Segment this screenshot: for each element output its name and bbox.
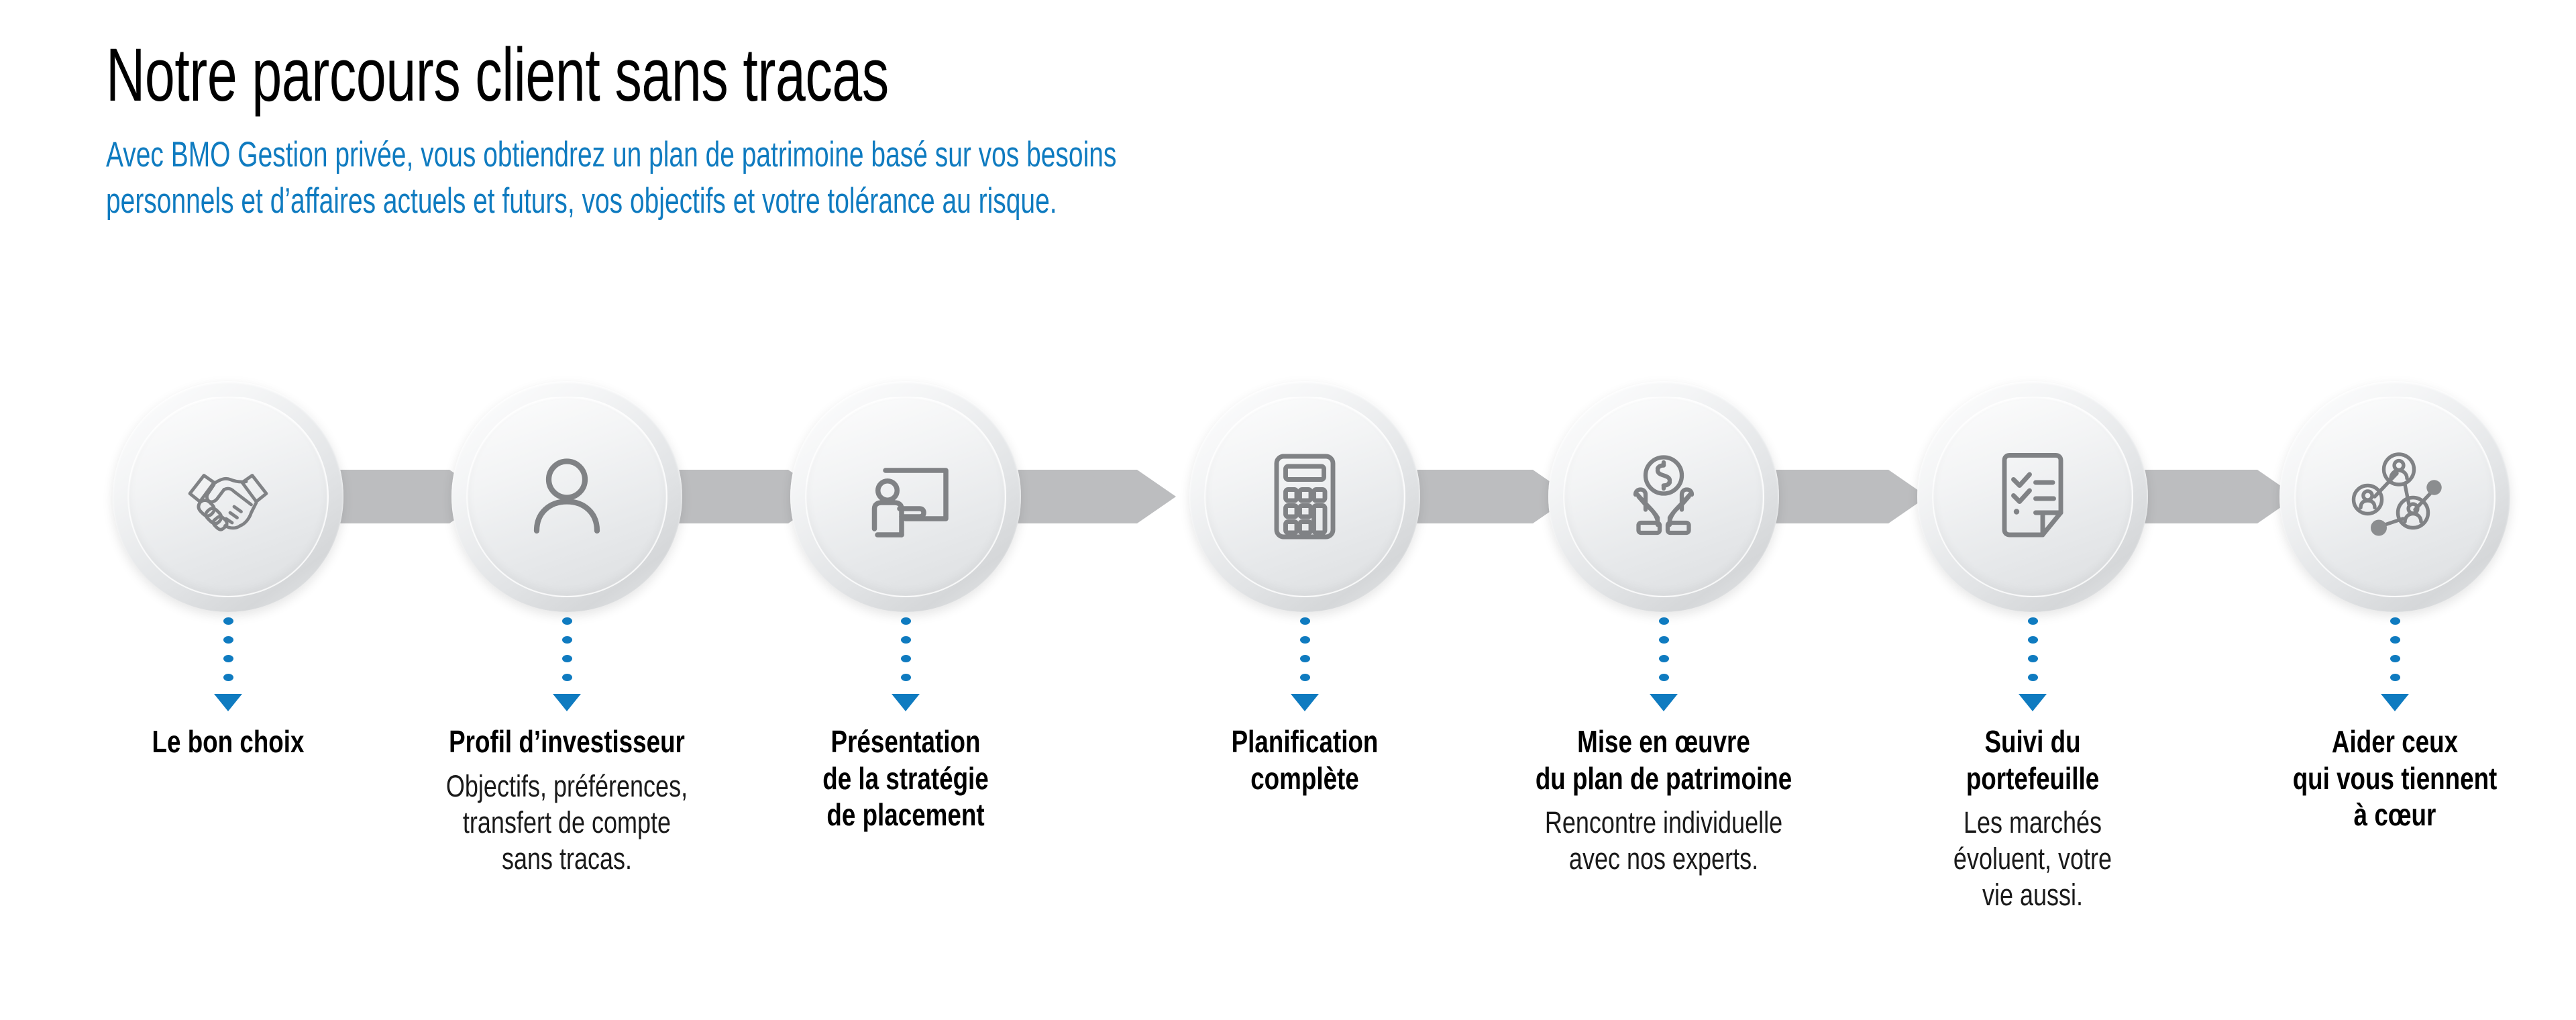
- hands-holding-coin-icon: [1613, 446, 1714, 547]
- dropper-dot: [1658, 674, 1669, 681]
- connector-arrow-1-2-b: [315, 470, 435, 523]
- dropper-dot: [900, 617, 911, 625]
- process-flow: [0, 376, 2576, 617]
- dropper-arrow-icon: [1291, 694, 1319, 711]
- dropper-dot: [561, 674, 572, 681]
- connector-arrow-3-4-b: [1003, 470, 1122, 523]
- step-body-6: Les marchés évoluent, votre vie aussi.: [1953, 805, 2112, 913]
- step-disc-inner-3: [805, 396, 1006, 597]
- step-caption-1: Le bon choix: [60, 723, 396, 760]
- step-disc-inner-2: [466, 396, 667, 597]
- connector-arrow-5-6-b: [1754, 470, 1874, 523]
- step-title-2: Profil d’investisseur: [449, 724, 685, 759]
- step-title-7: Aider ceux qui vous tiennent à cœur: [2292, 724, 2498, 833]
- step-disc-inner-6: [1932, 396, 2133, 597]
- dropper-dot: [561, 636, 572, 644]
- dropper-dot: [2390, 655, 2400, 662]
- step-body-5: Rencontre individuelle avec nos experts.: [1544, 805, 1783, 876]
- connector-arrow-4-5-b: [1399, 470, 1518, 523]
- step-caption-3: Présentation de la stratégie de placemen…: [738, 723, 1073, 833]
- checklist-document-icon: [1982, 446, 2083, 547]
- page-title: Notre parcours client sans tracas: [106, 33, 889, 117]
- step-caption-4: Planification complète: [1137, 723, 1472, 797]
- page-header: Notre parcours client sans tracas Avec B…: [106, 33, 1917, 225]
- people-network-icon: [2345, 446, 2445, 547]
- dropper-dot: [2390, 617, 2400, 625]
- dropper-dot: [561, 617, 572, 625]
- dropper-dot: [223, 674, 233, 681]
- step-title-4: Planification complète: [1231, 724, 1379, 796]
- step-node-5[interactable]: [1548, 381, 1779, 612]
- step-disc-inner-4: [1204, 396, 1405, 597]
- step-node-1[interactable]: [113, 381, 343, 612]
- step-title-5: Mise en œuvre du plan de patrimoine: [1535, 724, 1792, 796]
- dropper-arrow-icon: [2381, 694, 2409, 711]
- connector-arrow-2-3-b: [654, 470, 773, 523]
- dropper-dot: [1299, 674, 1310, 681]
- step-disc-inner-1: [127, 396, 329, 597]
- step-caption-2: Profil d’investisseur Objectifs, préfére…: [399, 723, 735, 877]
- subtitle-line-2: personnels et d’affaires actuels et futu…: [106, 181, 1057, 221]
- step-node-2[interactable]: [451, 381, 682, 612]
- dropper-dot: [900, 655, 911, 662]
- connector-arrow-6-7-b: [2123, 470, 2243, 523]
- dropper-dot: [2390, 636, 2400, 644]
- dropper-dot: [2027, 617, 2038, 625]
- dropper-7: [2381, 617, 2409, 711]
- step-node-4[interactable]: [1189, 381, 1420, 612]
- step-node-7[interactable]: [2279, 381, 2510, 612]
- presentation-icon: [855, 446, 956, 547]
- dropper-dot: [2390, 674, 2400, 681]
- dropper-dot: [1658, 636, 1669, 644]
- dropper-dot: [900, 636, 911, 644]
- step-circle-row: [0, 376, 2576, 617]
- dropper-dot: [2027, 636, 2038, 644]
- step-caption-5: Mise en œuvre du plan de patrimoine Renc…: [1462, 723, 1865, 877]
- connector-bars: [315, 470, 2296, 523]
- dropper-dot: [2027, 674, 2038, 681]
- dropper-5: [1650, 617, 1678, 711]
- dropper-3: [892, 617, 920, 711]
- dropper-dot: [223, 617, 233, 625]
- step-node-6[interactable]: [1917, 381, 2148, 612]
- subtitle-line-1: Avec BMO Gestion privée, vous obtiendrez…: [106, 134, 1117, 174]
- dropper-dot: [1299, 636, 1310, 644]
- step-disc-inner-7: [2294, 396, 2496, 597]
- dropper-arrow-icon: [2019, 694, 2047, 711]
- dropper-dot: [1658, 617, 1669, 625]
- dropper-dot: [1658, 655, 1669, 662]
- dropper-arrow-icon: [892, 694, 920, 711]
- dropper-dot: [223, 636, 233, 644]
- person-icon: [517, 446, 617, 547]
- page-subtitle: Avec BMO Gestion privée, vous obtiendrez…: [106, 132, 1733, 225]
- dropper-1: [214, 617, 242, 711]
- dropper-dot: [561, 655, 572, 662]
- dropper-2: [553, 617, 581, 711]
- dropper-arrow-icon: [1650, 694, 1678, 711]
- step-caption-7: Aider ceux qui vous tiennent à cœur: [2207, 723, 2576, 833]
- step-title-3: Présentation de la stratégie de placemen…: [822, 724, 989, 833]
- step-caption-6: Suivi du portefeuille Les marchés évolue…: [1872, 723, 2194, 913]
- dropper-6: [2019, 617, 2047, 711]
- dropper-arrow-icon: [214, 694, 242, 711]
- step-title-6: Suivi du portefeuille: [1966, 724, 2100, 796]
- dropper-arrow-icon: [553, 694, 581, 711]
- step-captions: Le bon choix Profil d’investisseur Objec…: [0, 723, 2576, 1005]
- step-node-3[interactable]: [790, 381, 1021, 612]
- step-disc-inner-5: [1563, 396, 1764, 597]
- dropper-dot: [2027, 655, 2038, 662]
- calculator-icon: [1254, 446, 1355, 547]
- dropper-dot: [223, 655, 233, 662]
- step-title-1: Le bon choix: [152, 724, 305, 759]
- dropper-dot: [1299, 617, 1310, 625]
- dropper-dot: [1299, 655, 1310, 662]
- handshake-icon: [178, 446, 278, 547]
- dropper-dot: [900, 674, 911, 681]
- dropper-connectors: [0, 617, 2576, 711]
- step-body-2: Objectifs, préférences, transfert de com…: [445, 768, 688, 876]
- dropper-4: [1291, 617, 1319, 711]
